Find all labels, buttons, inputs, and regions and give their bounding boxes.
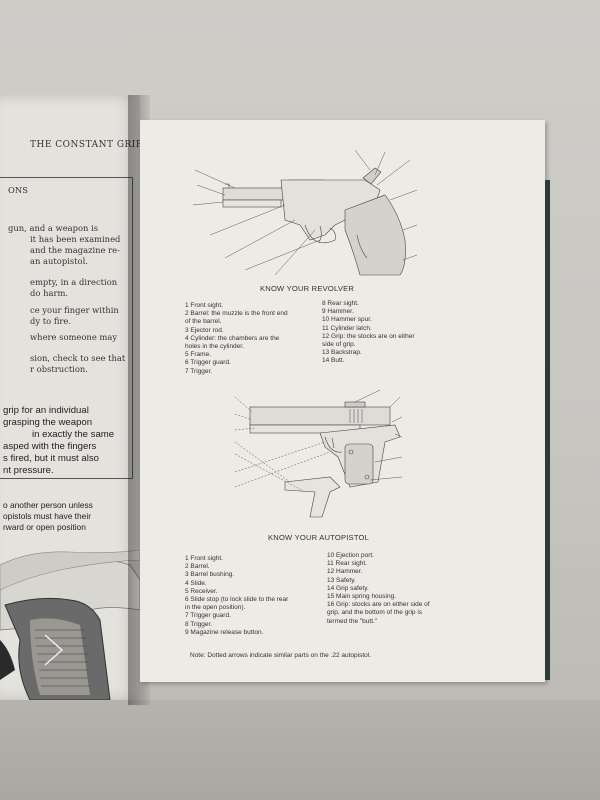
left-page-header: THE CONSTANT GRIP <box>30 140 140 150</box>
box-line: r obstruction. <box>30 364 88 374</box>
body-line: in exactly the same <box>32 429 115 440</box>
body-line: grip for an individual <box>3 405 89 416</box>
list-item: 5 Frame. <box>185 351 212 359</box>
hand-gripping-pistol-photo <box>0 550 140 700</box>
list-item: 2 Barrel. <box>185 563 210 571</box>
list-item: 8 Trigger. <box>185 620 213 628</box>
list-item: of the barrel. <box>185 318 222 326</box>
list-item: 9 Hammer. <box>322 308 354 316</box>
list-item: 6 Trigger guard. <box>185 359 231 367</box>
list-item: 1 Front sight. <box>185 555 223 562</box>
body-line: asped with the fingers <box>3 441 97 452</box>
box-line: and the magazine re- <box>30 245 120 255</box>
list-item: 12 Grip: the stocks are on either <box>322 332 415 340</box>
safety-rules-box <box>0 177 133 479</box>
list-item: 1 Front sight. <box>185 302 223 309</box>
box-line: gun, and a weapon is <box>8 223 99 233</box>
list-item: 15 Main spring housing. <box>327 593 397 601</box>
autopistol-parts-left: 1 Front sight. 2 Barrel. 3 Barrel bushin… <box>185 555 288 637</box>
revolver-diagram <box>192 149 418 276</box>
body-line: o another person unless <box>3 500 93 510</box>
footnote: Note: Dotted arrows indicate similar par… <box>190 652 372 659</box>
body-line: opistols must have their <box>3 511 91 521</box>
list-item: holes in the cylinder. <box>185 343 244 351</box>
list-item: 3 Ejector rod. <box>185 326 224 334</box>
list-item: termed the "butt." <box>327 617 378 625</box>
list-item: in the open position). <box>185 604 246 612</box>
list-item: 7 Trigger. <box>185 367 213 375</box>
autopistol-parts-right: 10 Ejection port. 11 Rear sight. 12 Hamm… <box>327 552 430 626</box>
body-line: nt pressure. <box>3 465 54 476</box>
box-line: where someone may <box>30 332 118 342</box>
list-item: 4 Slide. <box>185 579 207 587</box>
list-item: 5 Receiver. <box>185 587 218 595</box>
list-item: 3 Barrel bushing. <box>185 571 235 579</box>
box-line: do harm. <box>30 288 69 298</box>
list-item: side of grip. <box>322 341 356 349</box>
page-edge-dark <box>545 180 550 680</box>
body-line: grasping the weapon <box>3 417 93 428</box>
list-item: 8 Rear sight. <box>322 300 359 307</box>
list-item: 14 Butt. <box>322 357 345 365</box>
list-item: 14 Grip safety. <box>327 584 369 592</box>
list-item: 13 Backstrap. <box>322 349 362 357</box>
list-item: 11 Cylinder latch. <box>322 324 372 332</box>
autopistol-caption: KNOW YOUR AUTOPISTOL <box>268 533 370 542</box>
list-item: grip, and the bottom of the grip is <box>327 609 423 617</box>
box-line: ce your finger within <box>30 305 119 315</box>
autopistol-diagram <box>234 389 403 518</box>
box-line: dy to fire. <box>30 316 72 326</box>
left-page: THE CONSTANT GRIP ONS gun, and a weapon … <box>0 95 140 700</box>
list-item: 16 Grip: stocks are on either side of <box>327 601 430 609</box>
body-line: rward or open position <box>3 522 86 532</box>
list-item: 2 Barrel: the muzzle is the front end <box>185 310 288 318</box>
list-item: 13 Safety. <box>327 576 356 584</box>
revolver-caption: KNOW YOUR REVOLVER <box>260 284 355 293</box>
list-item: 10 Ejection port. <box>327 552 374 559</box>
box-line: sion, check to see that <box>30 353 126 363</box>
list-item: 10 Hammer spur. <box>322 316 372 324</box>
box-line: empty, in a direction <box>30 277 118 287</box>
body-line: s fired, but it must also <box>3 453 99 464</box>
list-item: 9 Magazine release button. <box>185 628 264 636</box>
box-line: ONS <box>8 185 28 195</box>
revolver-parts-right: 8 Rear sight. 9 Hammer. 10 Hammer spur. … <box>322 300 415 366</box>
box-line: an autopistol. <box>30 256 88 266</box>
box-line: it has been examined <box>30 234 121 244</box>
right-page: KNOW YOUR REVOLVER 1 Front sight. 2 Barr… <box>140 120 545 682</box>
table-surface <box>0 700 600 800</box>
list-item: 4 Cylinder: the chambers are the <box>185 334 280 342</box>
list-item: 12 Hammer. <box>327 568 363 576</box>
list-item: 7 Trigger guard. <box>185 612 231 620</box>
revolver-parts-left: 1 Front sight. 2 Barrel: the muzzle is t… <box>185 302 288 376</box>
list-item: 6 Slide stop (to lock slide to the rear <box>185 596 289 604</box>
list-item: 11 Rear sight. <box>327 560 367 568</box>
